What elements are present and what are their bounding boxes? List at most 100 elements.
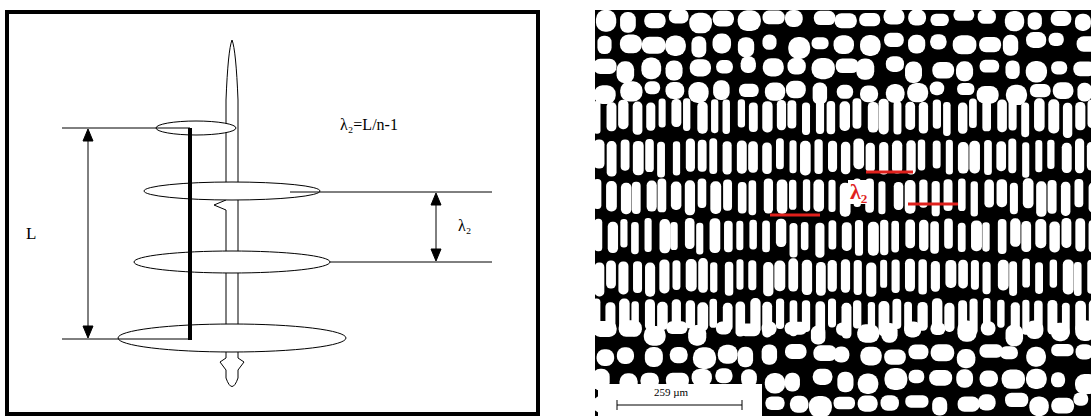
- grain-cell: [718, 345, 738, 364]
- grain-cell: [905, 180, 916, 214]
- grain-cell: [646, 102, 655, 130]
- grain-cell: [785, 10, 803, 27]
- grain-cell: [776, 219, 786, 247]
- grain-cell: [762, 101, 772, 132]
- grain-cell: [749, 220, 756, 250]
- grain-cell: [860, 347, 881, 366]
- grain-cell: [931, 344, 955, 361]
- grain-cell: [958, 300, 967, 335]
- grain-cell: [908, 345, 928, 360]
- grain-cell: [997, 300, 1004, 328]
- grain-cell: [765, 373, 785, 393]
- grain-cell: [836, 58, 859, 73]
- grain-cell: [1008, 138, 1016, 173]
- micrograph-cells: [592, 9, 1091, 416]
- grain-cell: [930, 82, 944, 96]
- grain-cell: [1003, 35, 1018, 56]
- grain-cell: [763, 58, 784, 76]
- grain-cell: [1075, 102, 1085, 130]
- grain-cell: [670, 347, 688, 363]
- grain-cell: [645, 81, 661, 94]
- grain-cell: [713, 11, 734, 27]
- grain-cell: [659, 259, 669, 293]
- grain-cell: [647, 181, 657, 212]
- grain-cell: [685, 180, 695, 215]
- grain-cell: [692, 369, 712, 386]
- grain-cell: [641, 57, 661, 79]
- grain-cell: [946, 140, 953, 175]
- grain-cell: [688, 82, 708, 103]
- grain-cell: [828, 180, 835, 212]
- grain-cell: [971, 260, 979, 290]
- grain-cell: [930, 34, 946, 49]
- grain-cell: [749, 102, 758, 132]
- grain-cell: [1010, 183, 1018, 214]
- grain-cell: [698, 140, 707, 172]
- grain-cell: [997, 179, 1008, 207]
- grain-cell: [786, 81, 806, 99]
- grain-cell: [738, 182, 747, 213]
- grain-cell: [763, 11, 785, 25]
- grain-cell: [785, 373, 800, 392]
- grain-cell: [829, 220, 837, 249]
- grain-cell: [868, 102, 879, 133]
- grain-cell: [931, 261, 940, 292]
- grain-cell: [932, 397, 947, 415]
- grain-cell: [1051, 61, 1067, 74]
- grain-cell: [1009, 98, 1017, 130]
- grain-cell: [670, 222, 678, 250]
- grain-cell: [1047, 140, 1054, 169]
- grain-cell: [931, 14, 949, 26]
- grain-cell: [737, 140, 747, 173]
- grain-cell: [828, 260, 837, 292]
- grain-cell: [841, 142, 850, 174]
- grain-cell: [1075, 14, 1091, 31]
- grain-cell: [802, 260, 812, 295]
- grain-cell: [953, 35, 977, 54]
- grain-cell: [1035, 140, 1042, 172]
- grain-cell: [958, 223, 966, 252]
- grain-cell: [672, 260, 680, 290]
- grain-cell: [618, 261, 628, 294]
- grain-cell: [1062, 303, 1070, 336]
- grain-cell: [891, 221, 899, 253]
- grain-cell: [905, 102, 915, 130]
- grain-cell: [853, 300, 861, 328]
- grain-cell: [858, 373, 879, 394]
- grain-cell: [982, 222, 989, 252]
- grain-cell: [1022, 142, 1029, 177]
- grain-cell: [944, 303, 954, 332]
- grain-cell: [828, 141, 837, 172]
- formula-label: λ₂=L/n-1: [340, 116, 398, 134]
- grain-cell: [762, 302, 772, 338]
- grain-cell: [669, 9, 689, 23]
- grain-cell: [958, 103, 967, 134]
- grain-cell: [777, 179, 788, 213]
- grain-cell: [814, 11, 836, 25]
- grain-cell: [593, 59, 616, 74]
- grain-cell: [715, 368, 732, 383]
- grain-cell: [1021, 221, 1031, 252]
- grain-cell: [859, 13, 880, 26]
- grain-cell: [713, 33, 732, 53]
- grain-cell: [932, 181, 940, 216]
- grain-cell: [970, 299, 978, 335]
- grain-cell: [855, 220, 863, 256]
- grain-cell: [1062, 143, 1072, 173]
- grain-cell: [725, 262, 733, 296]
- grain-cell: [904, 302, 912, 332]
- grain-cell: [809, 396, 832, 416]
- grain-cell: [736, 259, 743, 290]
- grain-cell: [892, 259, 900, 293]
- grain-cell: [776, 299, 784, 329]
- grain-cell: [606, 260, 616, 288]
- dendrite-sketch: [118, 40, 346, 387]
- grain-cell: [906, 140, 915, 174]
- grain-cell: [691, 36, 706, 57]
- grain-cell: [815, 223, 824, 258]
- grain-cell: [607, 141, 617, 177]
- grain-cell: [894, 182, 904, 210]
- grain-cell: [672, 299, 681, 330]
- grain-cell: [665, 82, 684, 99]
- grain-cell: [802, 300, 810, 332]
